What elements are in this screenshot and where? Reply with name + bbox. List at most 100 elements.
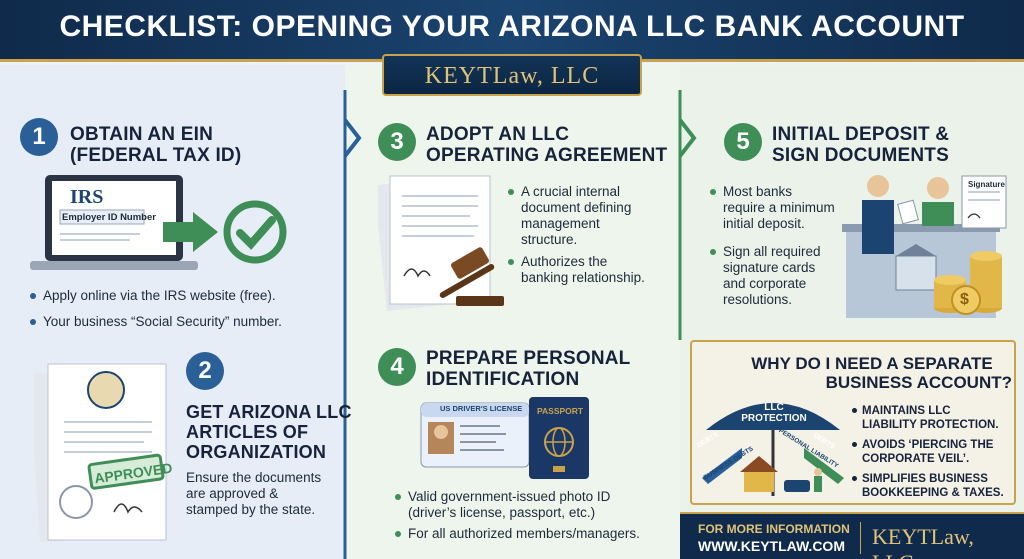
bullet-dot xyxy=(395,494,401,501)
bullet-dot xyxy=(852,408,857,414)
step-2-text-line1: Ensure the documents xyxy=(186,470,322,485)
why-title-line2: BUSINESS ACCOUNT? xyxy=(825,373,1012,392)
passport-label: PASSPORT xyxy=(537,406,584,416)
step-4-title-line2: IDENTIFICATION xyxy=(426,369,580,390)
step-1-number: 1 xyxy=(20,118,58,156)
bullet-text: document defining xyxy=(521,200,632,215)
why-item-text: CORPORATE VEIL’. xyxy=(862,453,970,465)
footer-brand: KEYTLaw, LLC. xyxy=(872,524,974,559)
bullet-text: Your business “Social Security” number. xyxy=(43,314,282,329)
divider-arrow-1 xyxy=(343,90,362,559)
why-separate-account-box: WHY DO I NEED A SEPARATE BUSINESS ACCOUN… xyxy=(690,340,1016,505)
step-2-text-line3: stamped by the state. xyxy=(186,502,316,517)
bullet-text: structure. xyxy=(521,232,578,247)
brand-banner: KEYTLaw, LLC xyxy=(382,54,642,96)
bullet-dot xyxy=(710,189,716,196)
bullet-text: A crucial internal xyxy=(521,184,621,199)
why-item-2: AVOIDS ‘PIERCING THE CORPORATE VEIL’. xyxy=(852,438,993,466)
step-5-bullet-2: Sign all required signature cards and co… xyxy=(710,244,821,308)
umbrella-label: LLC PROTECTION xyxy=(736,402,812,424)
passport-illustration xyxy=(529,397,589,479)
bullet-text: initial deposit. xyxy=(723,216,805,231)
step-5-title-line2: SIGN DOCUMENTS xyxy=(772,145,949,166)
step-1-title-line2: (FEDERAL TAX ID) xyxy=(70,145,242,166)
step-3-bullet-1: A crucial internal document defining man… xyxy=(508,184,631,248)
bullet-text: require a minimum xyxy=(723,200,835,215)
step-5-title-line1: INITIAL DEPOSIT & xyxy=(772,124,950,145)
bullet-dot xyxy=(30,319,36,326)
step-5-bullet-1: Most banks require a minimum initial dep… xyxy=(710,184,835,232)
why-item-1: MAINTAINS LLC LIABILITY PROTECTION. xyxy=(852,404,999,432)
page-title: CHECKLIST: OPENING YOUR ARIZONA LLC BANK… xyxy=(59,10,965,43)
why-item-text: BOOKKEEPING & TAXES. xyxy=(862,487,1004,499)
step-4-title-line1: PREPARE PERSONAL xyxy=(426,348,631,369)
footer-more-info: FOR MORE INFORMATION xyxy=(698,522,850,536)
bullet-text: Most banks xyxy=(723,184,793,199)
bullet-text: Valid government-issued photo ID xyxy=(408,489,611,504)
bullet-text: management xyxy=(521,216,600,231)
step-2-title-line3: ORGANIZATION xyxy=(186,442,327,462)
bullet-dot xyxy=(852,442,857,448)
articles-document-illustration xyxy=(34,363,167,542)
footer: FOR MORE INFORMATION WWW.KEYTLAW.COM KEY… xyxy=(680,512,1024,559)
bullet-dot xyxy=(30,293,36,300)
why-item-text: MAINTAINS LLC xyxy=(862,405,951,417)
step-4-number: 4 xyxy=(378,348,416,386)
step-4-title: PREPARE PERSONAL IDENTIFICATION xyxy=(426,348,631,390)
bullet-dot xyxy=(852,476,857,482)
footer-website-link[interactable]: WWW.KEYTLAW.COM xyxy=(698,538,845,554)
brand-name: KEYTLaw, LLC xyxy=(424,63,600,89)
why-title: WHY DO I NEED A SEPARATE BUSINESS ACCOUN… xyxy=(732,354,1012,392)
step-4-bullet-1: Valid government-issued photo ID (driver… xyxy=(395,489,610,521)
bullet-text: banking relationship. xyxy=(521,270,645,285)
bullet-text: Sign all required xyxy=(723,244,821,259)
step-3-title: ADOPT AN LLC OPERATING AGREEMENT xyxy=(426,124,667,166)
step-1-title-line1: OBTAIN AN EIN xyxy=(70,124,213,145)
divider-arrow-2 xyxy=(678,90,697,340)
operating-agreement-illustration xyxy=(378,175,504,311)
signature-doc-label: Signature xyxy=(968,180,1005,189)
bullet-text: (driver’s license, passport, etc.) xyxy=(408,505,596,520)
step-5-number: 5 xyxy=(724,123,762,161)
bank-counter-illustration xyxy=(842,175,1007,318)
bullet-dot xyxy=(508,189,514,196)
bullet-text: Apply online via the IRS website (free). xyxy=(43,288,276,303)
why-item-text: LIABILITY PROTECTION. xyxy=(862,419,999,431)
bullet-dot xyxy=(710,249,716,256)
step-1-bullet-1: Apply online via the IRS website (free). xyxy=(30,288,276,304)
umbrella-label-line2: PROTECTION xyxy=(741,413,807,424)
umbrella-label-line1: LLC xyxy=(764,402,784,413)
bullet-text: resolutions. xyxy=(723,292,793,307)
bullet-text: For all authorized members/managers. xyxy=(408,526,640,541)
employer-id-field: Employer ID Number xyxy=(62,212,156,223)
bullet-dot xyxy=(508,259,514,266)
step-4-bullet-2: For all authorized members/managers. xyxy=(395,526,640,542)
laptop-illustration xyxy=(30,175,287,270)
why-item-3: SIMPLIFIES BUSINESS BOOKKEEPING & TAXES. xyxy=(852,472,1004,500)
why-item-text: SIMPLIFIES BUSINESS xyxy=(862,473,988,485)
step-3-bullet-2: Authorizes the banking relationship. xyxy=(508,254,645,286)
header-bar: CHECKLIST: OPENING YOUR ARIZONA LLC BANK… xyxy=(0,0,1024,62)
step-2-title-line1: GET ARIZONA LLC xyxy=(186,402,352,422)
bullet-text: and corporate xyxy=(723,276,807,291)
step-3-title-line1: ADOPT AN LLC xyxy=(426,124,570,145)
step-5-title: INITIAL DEPOSIT & SIGN DOCUMENTS xyxy=(772,124,949,166)
step-2-title-line2: ARTICLES OF xyxy=(186,422,309,442)
why-title-line1: WHY DO I NEED A SEPARATE xyxy=(751,354,993,373)
why-item-text: AVOIDS ‘PIERCING THE xyxy=(862,439,994,451)
llc-protection-umbrella-illustration xyxy=(702,403,844,496)
step-2-title: GET ARIZONA LLC ARTICLES OF ORGANIZATION xyxy=(186,402,352,462)
step-3-number: 3 xyxy=(378,123,416,161)
step-2-text-line2: are approved & xyxy=(186,486,279,501)
footer-divider xyxy=(860,522,861,554)
step-2-number: 2 xyxy=(186,352,224,390)
step-1-bullet-2: Your business “Social Security” number. xyxy=(30,314,282,330)
step-1-title: OBTAIN AN EIN (FEDERAL TAX ID) xyxy=(70,124,241,166)
step-2-text: Ensure the documents are approved & stam… xyxy=(186,470,321,518)
dollar-icon: $ xyxy=(960,291,969,308)
irs-logo: IRS xyxy=(70,186,104,208)
bullet-dot xyxy=(395,531,401,538)
drivers-license-label: US DRIVER'S LICENSE xyxy=(440,404,523,413)
step-3-title-line2: OPERATING AGREEMENT xyxy=(426,145,668,166)
bullet-text: Authorizes the xyxy=(521,254,608,269)
